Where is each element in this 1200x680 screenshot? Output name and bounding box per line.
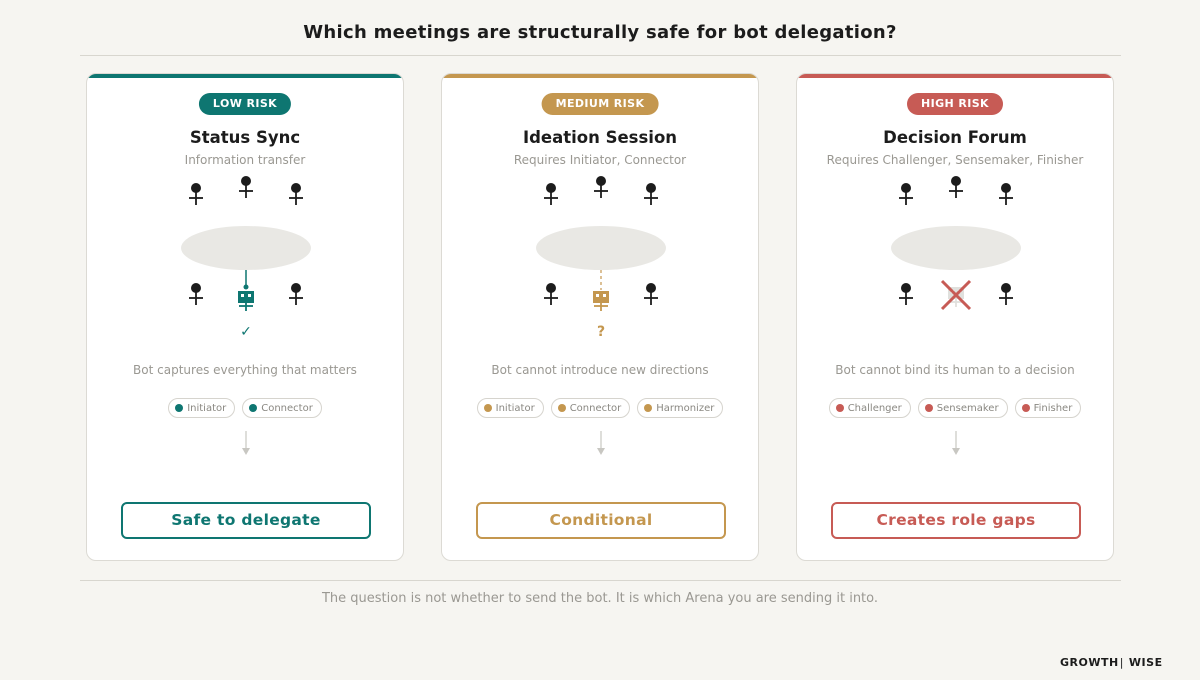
bot-icon [238,291,254,311]
role-tag-label: Initiator [495,402,535,414]
role-dot-icon [1021,404,1030,412]
card-subtitle: Requires Challenger, Sensemaker, Finishe… [826,153,1084,167]
role-dot-icon [249,404,258,412]
down-arrow-icon [597,431,605,455]
check-mark-icon: ✓ [240,324,252,340]
person-icon [949,176,963,198]
person-icon [289,183,303,205]
top-divider [80,55,1121,56]
risk-badge: LOW RISK [198,93,292,115]
brand-part-wise: WISE [1128,656,1163,669]
verdict-button[interactable]: Safe to delegate [121,502,371,539]
card-subtitle: Information transfer [184,153,306,167]
brand-logo: GROWTH| WISE [1060,656,1163,669]
cross-icon [940,279,972,311]
role-tag: Connector [550,398,631,418]
role-tag-label: Initiator [187,402,227,414]
person-icon [189,283,203,305]
connection-node [243,284,249,290]
brand-separator: | [1119,656,1124,669]
role-tags: Challenger Sensemaker Finisher [797,398,1113,418]
meeting-table [536,226,666,270]
person-icon [544,183,558,205]
down-arrow-icon [242,431,250,455]
role-tag: Connector [242,398,322,418]
role-tag-label: Harmonizer [656,402,715,414]
card-caption: Bot cannot introduce new directions [491,363,709,377]
role-tag: Initiator [168,398,236,418]
role-tag-label: Sensemaker [936,402,999,414]
role-tag: Initiator [476,398,544,418]
meeting-diagram [891,176,1021,311]
person-icon [899,283,913,305]
role-tag-label: Connector [569,402,622,414]
meeting-table [891,226,1021,270]
footer-note: The question is not whether to send the … [321,591,879,606]
role-tag-label: Connector [261,402,313,414]
role-dot-icon [557,404,566,412]
meeting-diagram: ✓ [181,176,311,340]
verdict-button[interactable]: Conditional [476,502,726,539]
question-mark: ? [597,324,605,340]
person-icon [544,283,558,305]
person-icon [999,183,1013,205]
role-dot-icon [835,404,844,412]
role-tags: Initiator Connector Harmonizer [442,398,758,418]
role-dot-icon [644,404,653,412]
card-accent-bar [797,74,1113,78]
card-caption: Bot cannot bind its human to a decision [835,363,1075,377]
page-title: Which meetings are structurally safe for… [303,22,897,43]
card-subtitle: Requires Initiator, Connector [513,153,687,167]
role-dot-icon [175,404,184,412]
card-accent-bar [442,74,758,78]
role-tag: Harmonizer [637,398,724,418]
person-icon [239,176,253,198]
card-title: Decision Forum [883,128,1027,147]
role-tag: Sensemaker [917,398,1008,418]
person-icon [644,183,658,205]
card-title: Ideation Session [522,128,678,147]
person-icon [594,176,608,198]
person-icon [289,283,303,305]
verdict-button[interactable]: Creates role gaps [831,502,1081,539]
card-title: Status Sync [189,128,301,147]
card-caption: Bot captures everything that matters [133,363,357,377]
role-dot-icon [483,404,492,412]
brand-part-growth: GROWTH [1060,656,1119,669]
person-icon [189,183,203,205]
role-tag-label: Challenger [847,402,902,414]
down-arrow-icon [952,431,960,455]
role-tag-label: Finisher [1033,402,1073,414]
role-tags: Initiator Connector [87,398,403,418]
role-dot-icon [924,404,933,412]
risk-badge: HIGH RISK [907,93,1003,115]
card-accent-bar [87,74,403,78]
meeting-diagram: ? [536,176,666,340]
role-tag: Finisher [1014,398,1082,418]
person-icon [899,183,913,205]
bot-icon [593,291,609,311]
bottom-divider [80,580,1121,581]
person-icon [644,283,658,305]
person-icon [999,283,1013,305]
meeting-table [181,226,311,270]
risk-badge: MEDIUM RISK [541,93,659,115]
role-tag: Challenger [828,398,911,418]
